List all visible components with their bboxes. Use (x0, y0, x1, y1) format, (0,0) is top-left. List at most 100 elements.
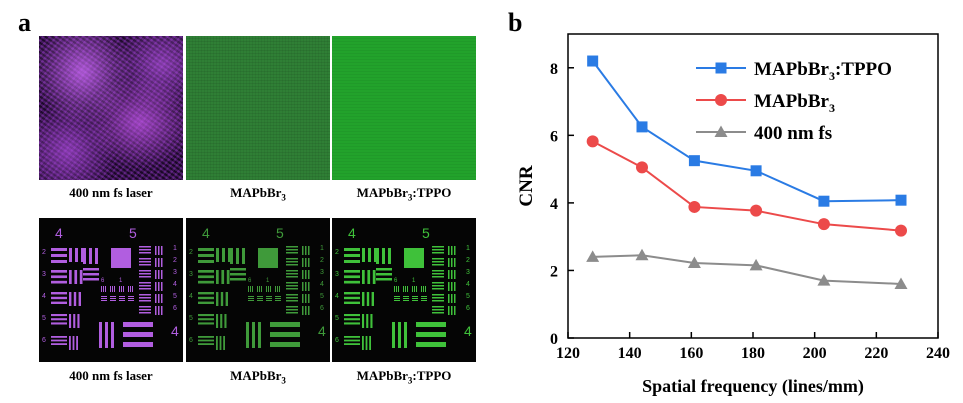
target-bar (132, 286, 133, 292)
target-bar (155, 270, 157, 279)
target-bar (139, 297, 151, 299)
target-element-label: 6 (42, 337, 46, 344)
target-bar (266, 298, 272, 299)
target-bar (367, 270, 371, 284)
target-bar (198, 336, 214, 338)
target-bar (161, 294, 163, 303)
target-element-label: 3 (320, 269, 324, 276)
target-bar (139, 300, 151, 302)
target-bar (454, 306, 456, 315)
target-bar (72, 336, 75, 350)
target-bar (252, 286, 253, 292)
mapbbr3-tppo-emission-image (332, 36, 476, 180)
target-element-label: 6 (173, 305, 177, 312)
target-bar (382, 248, 385, 264)
target-bar (219, 336, 222, 350)
target-bar (404, 248, 424, 268)
target-bar (448, 270, 450, 279)
target-bar (119, 300, 125, 301)
target-bar (101, 298, 107, 299)
target-group-label: 5 (129, 225, 137, 241)
target-group-label: 4 (464, 323, 472, 339)
target-element-label: 1 (173, 245, 177, 252)
target-bar (376, 248, 379, 264)
target-bar (51, 254, 67, 257)
target-bar (432, 297, 444, 299)
target-bar (198, 270, 214, 273)
target-bar (110, 300, 116, 301)
target-bar (374, 248, 377, 262)
target-bar (69, 248, 72, 262)
target-bar (128, 286, 129, 292)
target-bar (51, 248, 67, 251)
target-bar (69, 314, 72, 328)
target-element-label: 6 (394, 278, 398, 284)
target-bar (432, 288, 444, 290)
target-bar (407, 286, 408, 292)
target-bar (114, 286, 115, 292)
target-bar (448, 306, 450, 315)
target-bar (257, 296, 263, 297)
data-point (586, 135, 599, 148)
target-element-label: 6 (189, 337, 193, 344)
target-bar (432, 264, 444, 266)
data-point (894, 277, 908, 289)
data-point (688, 200, 701, 213)
target-bar (421, 296, 427, 297)
target-bar (308, 294, 310, 303)
target-element-label: 5 (335, 315, 339, 322)
target-bar (198, 260, 214, 263)
target-bar (119, 286, 120, 292)
target-bar (155, 258, 157, 267)
target-bar (198, 318, 214, 321)
target-bar (236, 248, 239, 264)
target-bar (277, 286, 278, 292)
target-bar (158, 306, 160, 315)
target-bar (344, 322, 360, 325)
target-bar (101, 296, 107, 297)
target-bar (75, 248, 78, 262)
target-bar (414, 286, 415, 292)
target-bar (344, 280, 360, 284)
target-bar (432, 309, 444, 311)
legend-entry: MAPbBr3 (754, 91, 835, 115)
legend-marker (715, 62, 727, 74)
target-bar (432, 312, 444, 314)
target-bar (128, 296, 134, 297)
mapbbr3-emission-image (186, 36, 330, 180)
target-element-label: 1 (119, 278, 123, 284)
target-bar (344, 301, 360, 304)
target-bar (423, 286, 424, 292)
target-bar (365, 336, 368, 350)
data-point (586, 250, 600, 262)
target-bar (344, 275, 360, 279)
target-bar (216, 270, 219, 284)
target-bar (308, 246, 310, 255)
x-axis-label: Spatial frequency (lines/mm) (642, 376, 864, 397)
target-bar (344, 296, 360, 300)
target-bar (275, 300, 281, 301)
target-bar (286, 276, 298, 278)
target-bar (220, 292, 224, 306)
target-bar (376, 278, 392, 281)
target-bar (432, 285, 444, 287)
target-bar (286, 246, 298, 248)
target-bar (119, 296, 125, 297)
target-bar (216, 248, 219, 262)
target-bar (286, 312, 298, 314)
target-bar (344, 318, 360, 321)
target-bar (78, 292, 81, 306)
target-bar (158, 282, 160, 291)
target-bar (123, 342, 153, 347)
target-bar (216, 336, 218, 350)
target-bar (112, 286, 113, 292)
target-bar (454, 294, 456, 303)
target-bar (451, 294, 453, 303)
target-bar (344, 343, 360, 345)
target-element-label: 6 (248, 278, 252, 284)
target-bar (257, 300, 263, 301)
target-bar (369, 336, 371, 350)
target-bar (225, 292, 228, 306)
target-bar (161, 306, 163, 315)
target-bar (448, 246, 450, 255)
